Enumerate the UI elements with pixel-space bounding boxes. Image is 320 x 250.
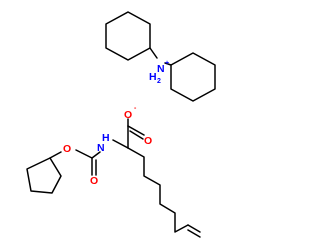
terminal-alkene-bond-b [187,229,201,238]
cyclohexane-ring-left-bonds [105,11,151,61]
alkenyl-chain [127,147,189,233]
cyclopentane-ring [26,157,62,194]
cyclopentane-ring-bonds [26,157,62,194]
bond-amide-n-to-carbamate-c [91,151,101,159]
amide-nitrogen-label: N [97,142,105,154]
ammonium-hydrogen-label: H [149,71,157,83]
carbamate-carbonyl-oxygen-label: O [90,175,98,187]
bond-alpha-to-amide-n [112,139,129,149]
ester-oxygen-label: O [63,143,71,155]
bond-ester-o-to-cyclopentyl [49,151,62,159]
carbonyl-oxygen-label: O [144,135,152,147]
bond-n-to-ring-right [164,62,172,66]
bond-carboxyl-double-o-b [129,130,144,140]
bond-carbamate-c-to-ester-o [75,149,93,159]
amide-h-label: H [102,132,110,144]
terminal-alkene-bond-a [187,224,201,233]
ammonium-hydrogen-count: 2 [157,78,161,85]
cyclohexane-ring-right [170,52,216,102]
chemical-structure-diagram: N + H 2 O - O H N O O [26,11,216,238]
carboxylate-oxygen-label: O [124,109,132,121]
carboxylate-charge-label: - [134,105,137,112]
ammonium-charge-label: + [165,60,169,67]
bond-ring-left-to-n [149,47,158,59]
cyclohexane-ring-right-bonds [170,52,216,102]
structure-svg: N + H 2 O - O H N O O [26,11,216,238]
bond-carboxyl-double-o-a [127,125,145,136]
cyclohexane-ring-left [105,11,151,61]
ammonium-nitrogen-label: N [157,63,165,75]
